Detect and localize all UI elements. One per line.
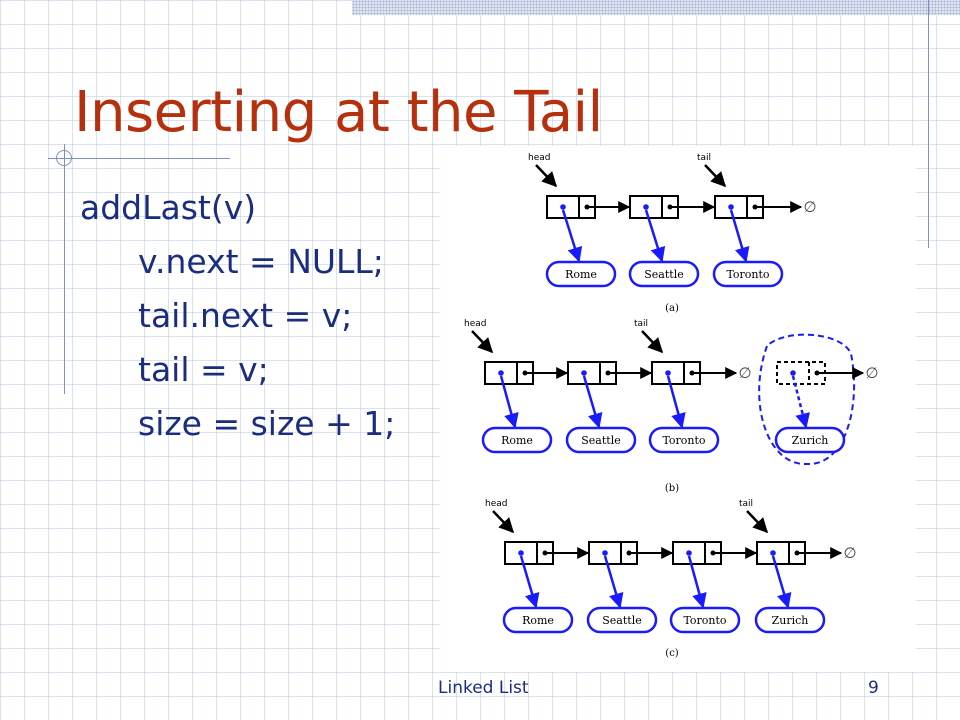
next-pointer-dot <box>626 550 632 556</box>
code-line: v.next = NULL; <box>138 242 384 281</box>
null-symbol: ∅ <box>843 544 856 562</box>
head-label-arrow <box>492 510 515 534</box>
element-pointer-arrow <box>791 375 810 429</box>
element-label: Toronto <box>662 434 705 447</box>
element-pointer-dot <box>790 370 796 376</box>
null-symbol: ∅ <box>803 198 816 216</box>
element-pointer-dot <box>498 370 504 376</box>
code-line: addLast(v) <box>80 188 257 227</box>
tail-label-arrow <box>704 164 727 188</box>
head-label-arrow <box>471 330 494 354</box>
element-pointer-dot <box>686 550 692 556</box>
element-label: Zurich <box>772 614 809 627</box>
element-pointer-arrow <box>666 375 686 429</box>
next-pointer-dot <box>584 204 590 210</box>
element-pointer-dot <box>560 204 566 210</box>
panel-label: (a) <box>665 303 679 314</box>
element-pointer-dot <box>518 550 524 556</box>
element-pointer-dot <box>581 370 587 376</box>
next-pointer-dot <box>542 550 548 556</box>
next-pointer-dot <box>605 370 611 376</box>
element-pointer-arrow <box>499 375 519 429</box>
slide-title: Inserting at the Tail <box>74 80 603 145</box>
code-line: tail = v; <box>138 350 269 389</box>
element-pointer-dot <box>770 550 776 556</box>
element-oval <box>774 426 846 454</box>
element-pointer-dot <box>728 204 734 210</box>
right-accent-line <box>928 0 929 248</box>
element-label: Seattle <box>581 434 620 447</box>
next-pointer-dot <box>522 370 528 376</box>
element-label: Rome <box>501 434 533 447</box>
next-pointer-dot <box>752 204 758 210</box>
element-pointer-arrow <box>771 555 792 609</box>
element-pointer-arrow <box>603 555 624 609</box>
accent-ring-icon <box>56 150 72 166</box>
next-pointer-dot <box>814 370 820 376</box>
next-pointer-dot <box>794 550 800 556</box>
element-pointer-arrow <box>519 555 540 609</box>
tail-label-arrow <box>641 330 664 354</box>
element-pointer-dot <box>602 550 608 556</box>
element-pointer-dot <box>643 204 649 210</box>
tail-label: tail <box>634 319 648 329</box>
panel-label: (c) <box>665 648 679 659</box>
null-symbol: ∅ <box>865 364 878 382</box>
element-pointer-arrow <box>644 209 666 263</box>
element-pointer-arrow <box>582 375 603 429</box>
element-label: Seattle <box>644 268 683 281</box>
next-pointer-dot <box>667 204 673 210</box>
element-pointer-arrow <box>687 555 707 609</box>
head-label-arrow <box>535 164 558 188</box>
tail-label-arrow <box>746 510 769 534</box>
code-line: tail.next = v; <box>138 296 353 335</box>
element-label: Zurich <box>792 434 829 447</box>
head-label: head <box>485 499 507 509</box>
element-label: Rome <box>565 268 597 281</box>
tail-label: tail <box>739 499 753 509</box>
head-label: head <box>464 319 486 329</box>
element-label: Seattle <box>602 614 641 627</box>
element-label: Rome <box>522 614 554 627</box>
code-line: size = size + 1; <box>138 404 396 443</box>
head-label: head <box>528 153 550 163</box>
title-underline <box>48 158 230 159</box>
element-pointer-arrow <box>561 209 583 263</box>
element-pointer-dot <box>665 370 671 376</box>
null-symbol: ∅ <box>738 364 751 382</box>
element-label: Toronto <box>726 268 769 281</box>
next-pointer-dot <box>710 550 716 556</box>
page-number: 9 <box>868 678 879 698</box>
tail-label: tail <box>697 153 711 163</box>
panel-label: (b) <box>665 483 679 494</box>
element-label: Toronto <box>683 614 726 627</box>
next-pointer-dot <box>689 370 695 376</box>
element-pointer-arrow <box>729 209 750 263</box>
body-accent-line <box>64 144 65 394</box>
header-pattern-band <box>352 0 960 15</box>
footer-title: Linked List <box>438 678 529 698</box>
code-block: addLast(v) v.next = NULL; tail.next = v;… <box>80 186 395 456</box>
